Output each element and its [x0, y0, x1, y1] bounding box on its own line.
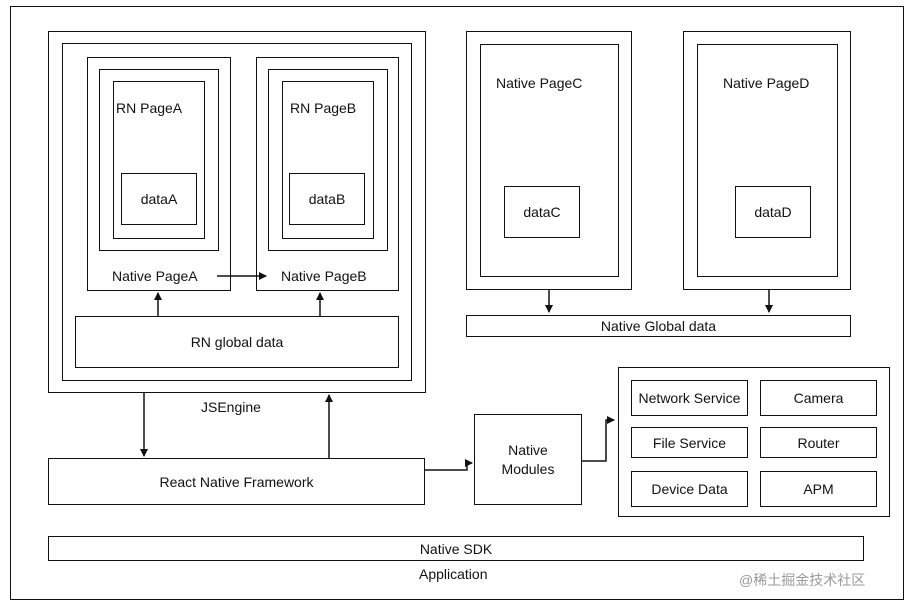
- rn-global-data-label: RN global data: [190, 334, 284, 350]
- service-network-label: Network Service: [638, 390, 741, 406]
- native-modules-label: Native Modules: [501, 441, 555, 477]
- native-page-c-label: Native PageC: [496, 75, 583, 91]
- native-page-d-inner: [697, 44, 838, 277]
- native-modules-box: Native Modules: [474, 414, 582, 505]
- service-apm-label: APM: [803, 481, 834, 497]
- service-device-data: Device Data: [631, 471, 748, 507]
- service-device-data-label: Device Data: [651, 481, 728, 497]
- application-label: Application: [419, 566, 488, 582]
- data-c-label: dataC: [523, 204, 561, 220]
- service-network: Network Service: [631, 380, 748, 416]
- service-camera: Camera: [760, 380, 877, 416]
- service-apm: APM: [760, 471, 877, 507]
- watermark: @稀土掘金技术社区: [739, 572, 866, 588]
- service-router: Router: [760, 427, 877, 458]
- native-sdk-label: Native SDK: [419, 540, 493, 557]
- jsengine-label: JSEngine: [201, 399, 261, 415]
- native-page-d-label: Native PageD: [723, 75, 810, 91]
- native-page-b-label: Native PageB: [281, 268, 367, 284]
- react-native-framework-label: React Native Framework: [159, 473, 314, 490]
- data-c-box: dataC: [504, 186, 580, 238]
- data-d-label: dataD: [754, 204, 792, 220]
- react-native-framework-box: React Native Framework: [48, 458, 425, 505]
- service-file: File Service: [631, 427, 748, 458]
- native-page-a-label: Native PageA: [112, 268, 198, 284]
- native-global-data-label: Native Global data: [600, 318, 717, 334]
- data-a-label: dataA: [140, 191, 178, 207]
- native-sdk-box: Native SDK: [48, 536, 864, 561]
- service-file-label: File Service: [652, 434, 727, 451]
- rn-global-data-box: RN global data: [75, 316, 399, 368]
- data-b-box: dataB: [289, 173, 365, 225]
- rn-page-b-label: RN PageB: [290, 100, 357, 116]
- service-camera-label: Camera: [793, 390, 844, 406]
- native-global-data-box: Native Global data: [466, 315, 851, 337]
- data-b-label: dataB: [308, 191, 346, 207]
- data-a-box: dataA: [121, 173, 197, 225]
- data-d-box: dataD: [735, 186, 811, 238]
- service-router-label: Router: [797, 434, 840, 451]
- native-page-c-inner: [480, 44, 619, 277]
- rn-page-a-label: RN PageA: [116, 100, 183, 116]
